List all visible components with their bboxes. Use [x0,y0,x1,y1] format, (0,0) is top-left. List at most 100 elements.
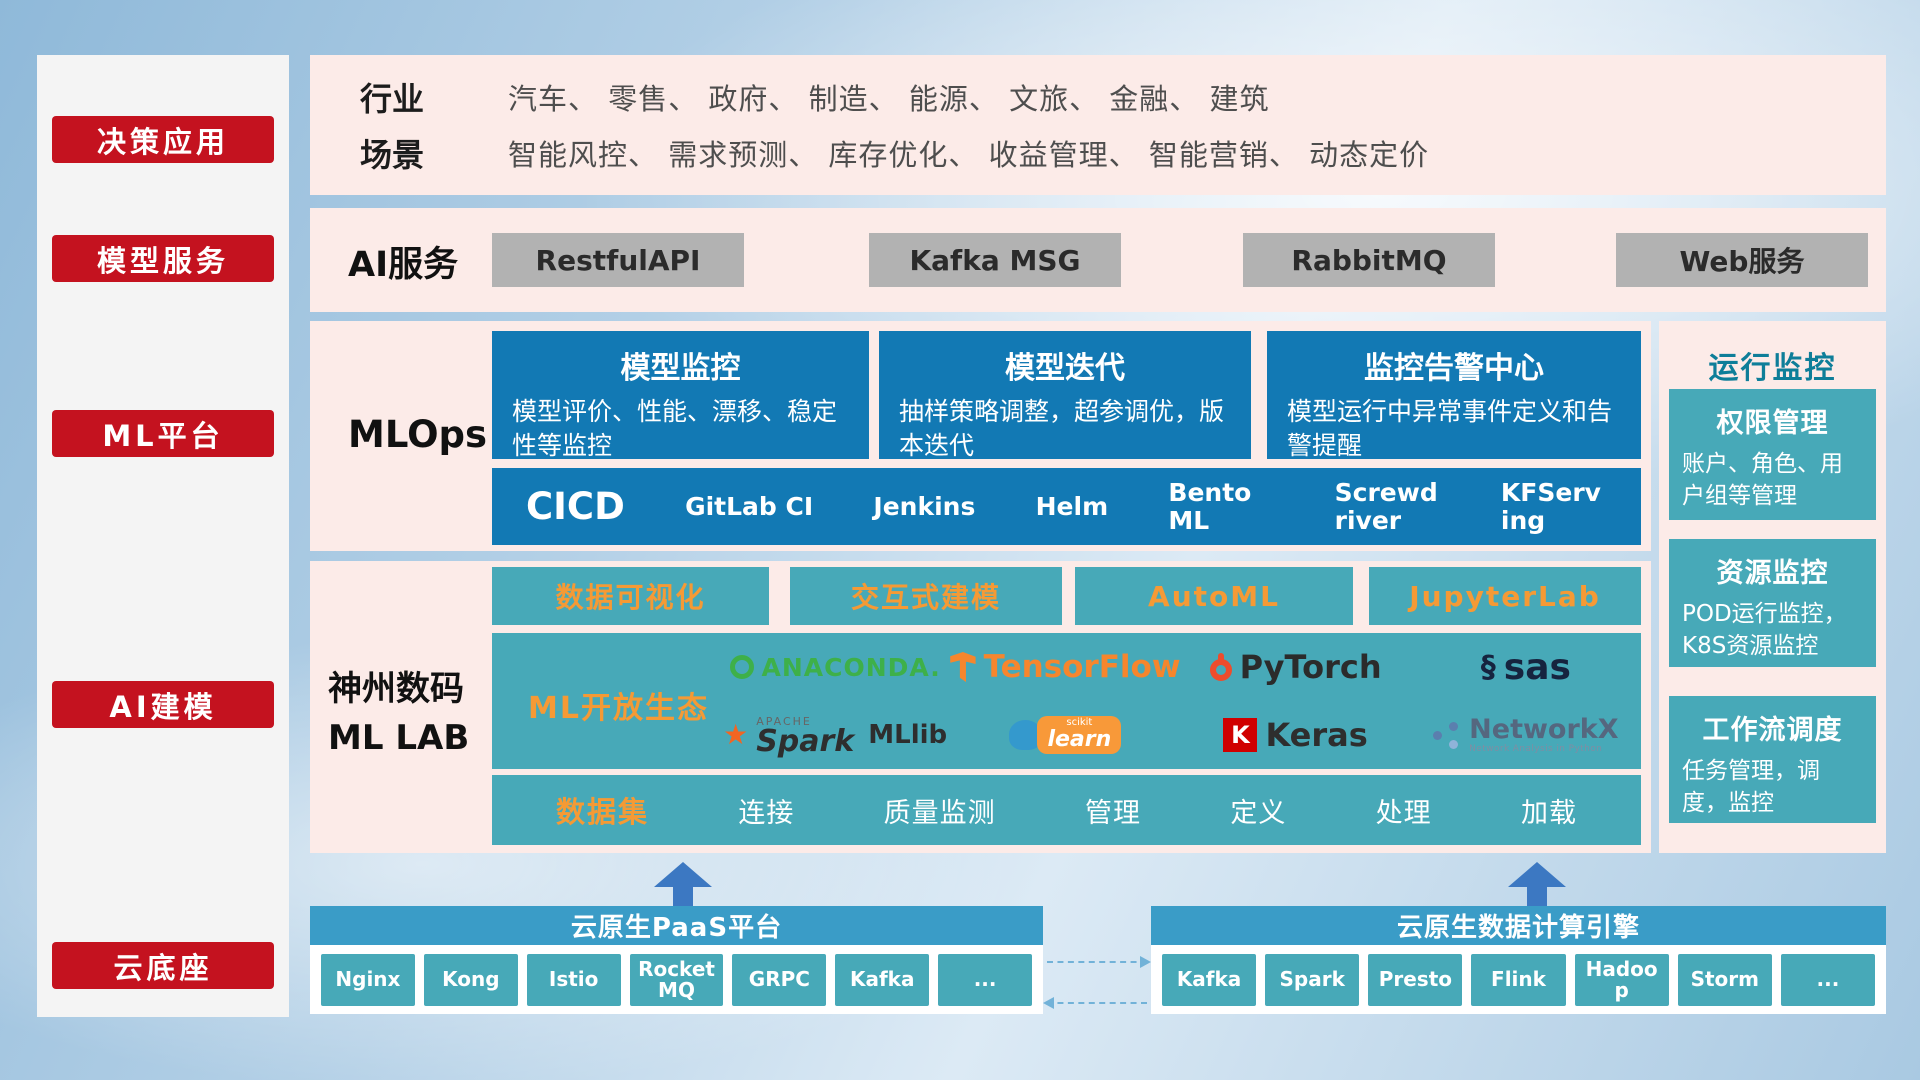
scikit-learn-logo: scikit learn [950,701,1180,769]
more-chip[interactable]: ... [1780,953,1875,1006]
ecosystem-label: ML开放生态 [528,691,709,726]
restfulapi-button[interactable]: RestfulAPI [492,233,744,287]
card-desc: 模型运行中异常事件定义和告警提醒 [1287,397,1613,460]
more-chip[interactable]: ... [938,953,1033,1006]
cicd-item-kfserving: KFServing [1500,478,1601,535]
sidebar-item-ai-modeling[interactable]: AI建模 [52,681,274,728]
cicd-item-bentoml: BentoML [1168,478,1252,535]
paas-platform-bar: 云原生PaaS平台 [310,906,1043,945]
rabbitmq-button[interactable]: RabbitMQ [1243,233,1495,287]
industry-value: 汽车、 零售、 政府、 制造、 能源、 文旅、 金融、 建筑 [508,82,1270,116]
sidebar-item-decision-apps[interactable]: 决策应用 [52,116,274,163]
permission-management-card: 权限管理 账户、角色、用户组等管理 [1669,389,1876,520]
dataset-label: 数据集 [556,795,650,829]
cicd-title: CICD [526,485,625,528]
card-desc: 任务管理，调度，监控 [1682,758,1820,817]
tensorflow-logo: TensorFlow [950,633,1181,701]
storm-chip[interactable]: Storm [1677,953,1772,1006]
networkx-graph-icon [1433,722,1461,748]
networkx-logo: NetworkX Network Analysis in Python [1411,701,1641,769]
dataset-item-quality: 质量监测 [883,797,996,829]
sidebar-item-cloud-base[interactable]: 云底座 [52,942,274,989]
ecosystem-logo-grid: ANACONDA. TensorFlow PyTorch sas ★ [720,633,1641,769]
industry-label: 行业 [360,80,425,118]
dataset-item-connect: 连接 [738,797,795,829]
model-iteration-card: 模型迭代 抽样策略调整，超参调优，版本迭代 [879,331,1251,460]
cicd-bar: CICD GitLab CI Jenkins Helm BentoML Scre… [492,468,1641,545]
dataset-bar: 数据集 连接 质量监测 管理 定义 处理 加载 [492,775,1641,845]
data-engine-bar: 云原生数据计算引擎 [1151,906,1886,945]
data-engine-title: 云原生数据计算引擎 [1396,913,1640,943]
sidebar-item-ml-platform[interactable]: ML平台 [52,410,274,457]
mlops-label: MLOps [348,413,488,456]
runtime-monitoring-panel: 运行监控 权限管理 账户、角色、用户组等管理 资源监控 POD运行监控，K8S资… [1659,321,1886,853]
keras-k-icon: K [1223,718,1258,752]
workflow-scheduling-card: 工作流调度 任务管理，调度，监控 [1669,696,1876,823]
spark-chip[interactable]: Spark [1265,953,1360,1006]
presto-chip[interactable]: Presto [1368,953,1463,1006]
cicd-item-screwdriver: Screwdriver [1334,478,1438,535]
interactive-modeling-chip[interactable]: 交互式建模 [790,567,1062,625]
dataset-item-manage: 管理 [1085,797,1141,829]
scenario-label: 场景 [360,136,425,174]
card-title: 权限管理 [1716,408,1829,439]
kafka-chip[interactable]: Kafka [1162,953,1257,1006]
mllab-label-line2: ML LAB [328,718,470,759]
mllab-label-line1: 神州数码 [328,669,464,709]
tensorflow-icon [950,652,976,682]
kong-chip[interactable]: Kong [423,953,518,1006]
pytorch-flame-icon [1209,659,1232,681]
ml-open-ecosystem-box: ML开放生态 ANACONDA. TensorFlow PyTorch sas [492,633,1641,769]
card-title: 模型监控 [620,351,741,386]
runtime-monitoring-title: 运行监控 [1708,351,1837,386]
dataset-item-load: 加载 [1520,797,1577,829]
dataset-item-process: 处理 [1375,797,1432,829]
paas-platform-title: 云原生PaaS平台 [570,913,783,943]
grpc-chip[interactable]: GRPC [732,953,827,1006]
kafka-chip[interactable]: Kafka [835,953,930,1006]
scenario-value: 智能风控、 需求预测、 库存优化、 收益管理、 智能营销、 动态定价 [508,138,1430,172]
automl-chip[interactable]: AutoML [1075,567,1353,625]
data-engine-components-strip: Kafka Spark Presto Flink Hadoop Storm ..… [1151,945,1886,1014]
web-service-button[interactable]: Web服务 [1616,233,1868,287]
ai-service-label: AI服务 [348,245,459,285]
flink-chip[interactable]: Flink [1471,953,1566,1006]
anaconda-icon [729,655,754,679]
mllab-panel: 神州数码 ML LAB 数据可视化 交互式建模 AutoML JupyterLa… [310,561,1651,853]
card-title: 工作流调度 [1702,715,1843,746]
card-title: 模型迭代 [1005,351,1125,386]
rocketmq-chip[interactable]: RocketMQ [629,953,724,1006]
mllab-label: 神州数码 ML LAB [328,665,469,764]
kafka-msg-button[interactable]: Kafka MSG [869,233,1121,287]
up-arrow-left [654,862,712,908]
card-desc: 抽样策略调整，超参调优，版本迭代 [899,397,1225,460]
anaconda-logo: ANACONDA. [720,633,950,701]
sas-swirl-icon [1481,650,1496,685]
up-arrow-right [1508,862,1566,908]
cicd-item-jenkins: Jenkins [873,491,976,521]
industry-line: 行业 汽车、 零售、 政府、 制造、 能源、 文旅、 金融、 建筑 [310,69,1886,125]
data-visualization-chip[interactable]: 数据可视化 [492,567,769,625]
dashed-arrow-right [1047,956,1151,968]
model-monitoring-card: 模型监控 模型评价、性能、漂移、稳定性等监控 [492,331,869,460]
pytorch-logo: PyTorch [1181,633,1411,701]
mlops-panel: MLOps 模型监控 模型评价、性能、漂移、稳定性等监控 模型迭代 抽样策略调整… [310,321,1651,551]
card-title: 监控告警中心 [1364,351,1544,386]
hadoop-chip[interactable]: Hadoop [1574,953,1669,1006]
jupyterlab-chip[interactable]: JupyterLab [1369,567,1641,625]
paas-components-strip: Nginx Kong Istio RocketMQ GRPC Kafka ... [310,945,1043,1014]
left-sidebar: 决策应用 模型服务 ML平台 AI建模 云底座 [37,55,289,1017]
card-desc: 账户、角色、用户组等管理 [1682,451,1843,510]
istio-chip[interactable]: Istio [526,953,621,1006]
sidebar-item-model-service[interactable]: 模型服务 [52,235,274,282]
industry-scenario-panel: 行业 汽车、 零售、 政府、 制造、 能源、 文旅、 金融、 建筑 场景 智能风… [310,55,1886,195]
card-desc: POD运行监控，K8S资源监控 [1682,601,1847,660]
cicd-item-gitlab-ci: GitLab CI [685,491,814,521]
resource-monitoring-card: 资源监控 POD运行监控，K8S资源监控 [1669,539,1876,667]
nginx-chip[interactable]: Nginx [321,953,415,1006]
scenario-line: 场景 智能风控、 需求预测、 库存优化、 收益管理、 智能营销、 动态定价 [310,125,1886,181]
ai-service-panel: AI服务 RestfulAPI Kafka MSG RabbitMQ Web服务 [310,208,1886,312]
dashed-arrow-left [1043,997,1147,1009]
keras-logo: K Keras [1181,701,1411,769]
